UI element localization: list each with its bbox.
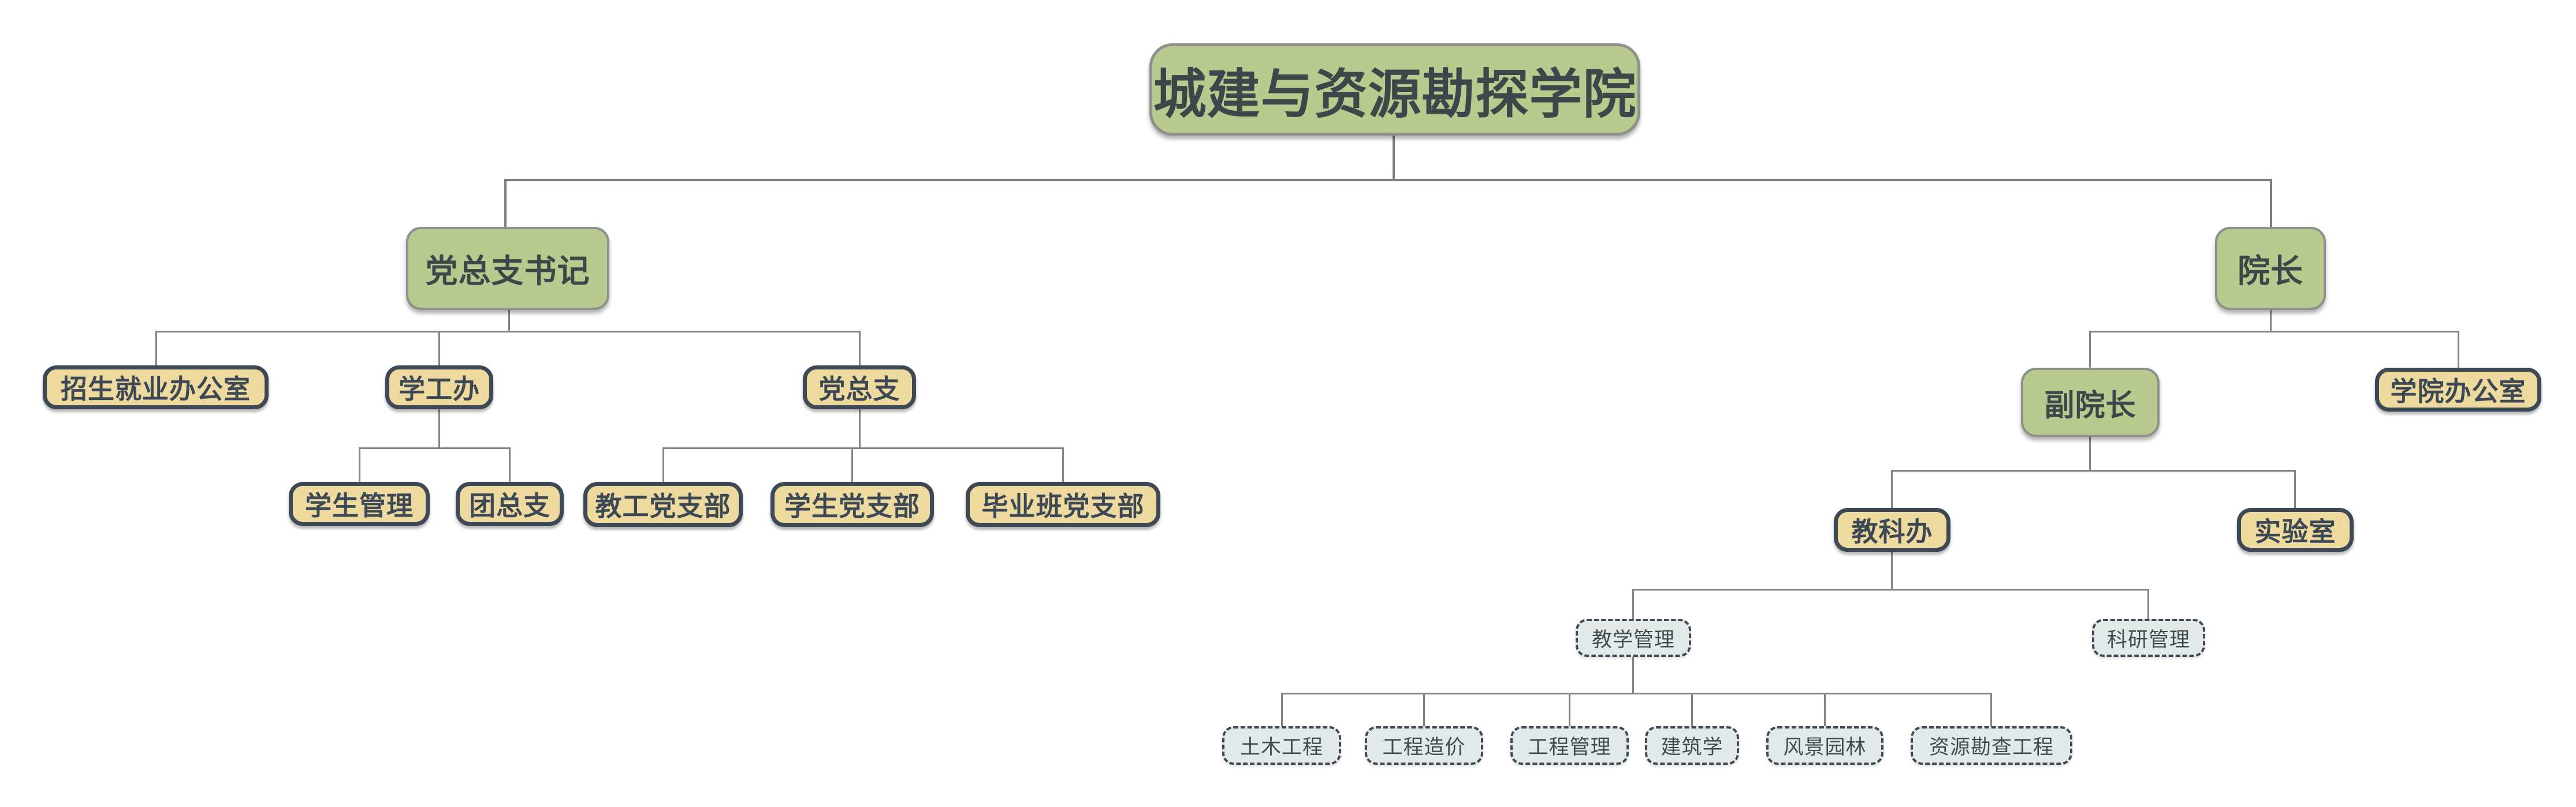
connector-line bbox=[859, 331, 861, 367]
connector-line bbox=[2147, 589, 2149, 620]
node-engineering-cost[interactable]: 工程造价 bbox=[1365, 726, 1483, 765]
connector-line bbox=[1891, 470, 2296, 472]
connector-line bbox=[438, 409, 440, 449]
node-teaching-research-office[interactable]: 教科办 bbox=[1834, 508, 1950, 552]
node-engineering-management[interactable]: 工程管理 bbox=[1510, 726, 1629, 765]
connector-line bbox=[1891, 552, 1893, 590]
node-vice-dean[interactable]: 副院长 bbox=[2021, 368, 2160, 437]
connector-line bbox=[1423, 693, 1425, 727]
connector-line bbox=[155, 331, 157, 367]
connector-line bbox=[662, 447, 664, 483]
connector-line bbox=[504, 180, 507, 227]
connector-line bbox=[1632, 657, 1634, 694]
node-architecture[interactable]: 建筑学 bbox=[1645, 726, 1739, 765]
node-graduating-class-party-branch[interactable]: 毕业班党支部 bbox=[966, 482, 1160, 527]
connector-line bbox=[2270, 180, 2272, 227]
connector-line bbox=[1891, 470, 1893, 509]
connector-line bbox=[509, 447, 511, 483]
node-root[interactable]: 城建与资源勘探学院 bbox=[1149, 43, 1640, 136]
node-civil-engineering[interactable]: 土木工程 bbox=[1222, 726, 1341, 765]
connector-line bbox=[155, 331, 861, 332]
node-dean[interactable]: 院长 bbox=[2215, 227, 2326, 310]
connector-line bbox=[504, 179, 2272, 181]
node-admissions-office[interactable]: 招生就业办公室 bbox=[43, 365, 269, 409]
node-teaching-management[interactable]: 教学管理 bbox=[1576, 619, 1691, 657]
node-student-affairs-office[interactable]: 学工办 bbox=[385, 365, 493, 409]
node-college-office[interactable]: 学院办公室 bbox=[2375, 368, 2541, 412]
node-party-secretary[interactable]: 党总支书记 bbox=[406, 227, 609, 310]
connector-line bbox=[1632, 589, 1634, 620]
connector-line bbox=[662, 447, 1064, 449]
node-laboratory[interactable]: 实验室 bbox=[2237, 508, 2354, 552]
connector-line bbox=[1062, 447, 1064, 483]
node-youth-league[interactable]: 团总支 bbox=[456, 482, 564, 526]
connector-line bbox=[438, 331, 440, 367]
connector-line bbox=[1990, 693, 1992, 727]
node-landscape-architecture[interactable]: 风景园林 bbox=[1766, 726, 1883, 765]
connector-line bbox=[2089, 331, 2091, 369]
node-faculty-party-branch[interactable]: 教工党支部 bbox=[583, 482, 743, 527]
node-student-management[interactable]: 学生管理 bbox=[289, 482, 430, 526]
connector-line bbox=[2294, 470, 2296, 509]
connector-line bbox=[851, 447, 853, 483]
node-research-management[interactable]: 科研管理 bbox=[2092, 619, 2205, 657]
connector-line bbox=[1632, 589, 2149, 591]
connector-line bbox=[508, 310, 510, 332]
connector-line bbox=[859, 409, 861, 449]
node-resource-exploration-engineering[interactable]: 资源勘查工程 bbox=[1911, 726, 2072, 765]
connector-line bbox=[2270, 310, 2272, 332]
connector-line bbox=[2458, 331, 2459, 369]
connector-line bbox=[1281, 693, 1283, 727]
connector-line bbox=[1393, 136, 1395, 180]
connector-line bbox=[359, 447, 511, 449]
connector-line bbox=[1281, 693, 1992, 694]
connector-line bbox=[359, 447, 360, 483]
connector-line bbox=[2089, 437, 2091, 471]
connector-line bbox=[2089, 331, 2459, 332]
connector-line bbox=[1569, 693, 1570, 727]
connector-line bbox=[1824, 693, 1826, 727]
node-student-party-branch[interactable]: 学生党支部 bbox=[770, 482, 934, 527]
connector-line bbox=[1691, 693, 1693, 727]
node-party-branch[interactable]: 党总支 bbox=[803, 365, 916, 409]
